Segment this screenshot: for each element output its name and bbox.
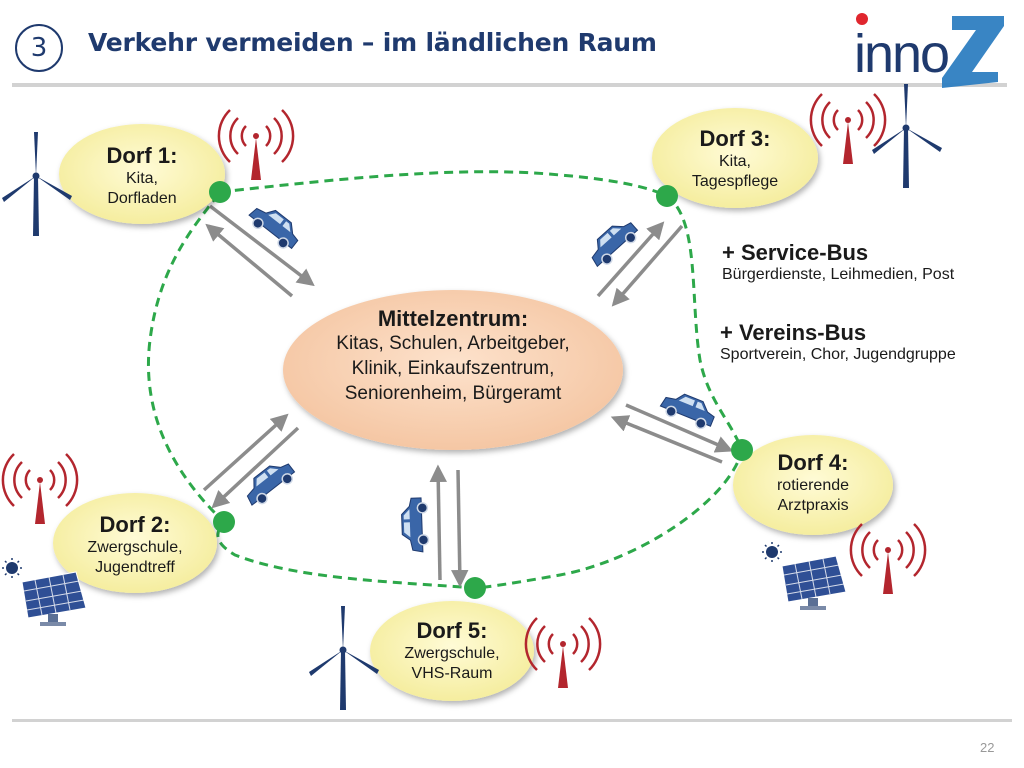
bus-stop-icon — [213, 511, 235, 533]
village-3-line-1: Kita, — [718, 153, 751, 171]
car-icon — [583, 214, 643, 272]
header-divider — [12, 83, 1007, 87]
village-5: Dorf 5: Zwergschule, VHS-Raum — [380, 618, 524, 683]
center-line-1: Kitas, Schulen, Arbeitgeber, — [336, 333, 570, 355]
car-icon — [238, 455, 299, 511]
village-4-line-1: rotierende — [776, 477, 850, 495]
village-2-line-2: Jugendtreff — [95, 558, 175, 576]
center-bubble — [283, 290, 623, 450]
village-2-line-1: Zwergschule, — [87, 539, 183, 557]
vereins-bus-title: + Vereins-Bus — [720, 320, 867, 345]
center-line-2: Klinik, Einkaufszentrum, — [351, 358, 555, 380]
village-1-line-2: Dorfladen — [107, 189, 177, 207]
village-1: Dorf 1: Kita, Dorfladen — [72, 143, 212, 208]
footer-divider — [12, 719, 1012, 722]
center-title: Mittelzentrum: — [377, 306, 529, 331]
village-5-line-2: VHS-Raum — [411, 664, 493, 682]
service-bus: + Service-Bus Bürgerdienste, Leihmedien,… — [722, 240, 954, 284]
village-1-line-1: Kita, — [125, 170, 158, 188]
radio-tower-icon — [849, 522, 927, 596]
village-2-title: Dorf 2: — [99, 512, 171, 537]
village-2-bubble — [53, 493, 217, 593]
wind-turbine-icon — [309, 606, 379, 710]
svg-text:inno: inno — [854, 24, 948, 84]
vereins-bus: + Vereins-Bus Sportverein, Chor, Jugendg… — [720, 320, 956, 364]
bus-stop-icon — [209, 181, 231, 203]
service-bus-desc: Bürgerdienste, Leihmedien, Post — [722, 266, 955, 283]
village-1-bubble — [59, 124, 225, 224]
village-1-title: Dorf 1: — [106, 143, 178, 168]
village-5-bubble — [370, 601, 534, 701]
innoz-logo: inno — [854, 13, 1004, 88]
slide-title: Verkehr vermeiden – im ländlichen Raum — [88, 28, 657, 57]
bus-stop-icon — [464, 577, 486, 599]
solar-panel-icon — [761, 541, 847, 611]
car-icon — [657, 386, 719, 433]
bus-route — [147, 170, 744, 590]
radio-tower-icon — [217, 108, 295, 182]
page-number: 22 — [980, 740, 995, 755]
chapter-number: 3 — [15, 24, 63, 72]
village-5-title: Dorf 5: — [416, 618, 488, 643]
service-bus-title: + Service-Bus — [722, 240, 869, 265]
village-5-line-1: Zwergschule, — [404, 645, 500, 663]
village-4: Dorf 4: rotierende Arztpraxis — [743, 450, 883, 515]
radio-tower-icon — [524, 616, 602, 690]
village-3-line-2: Tagespflege — [691, 172, 779, 190]
bus-stops — [209, 181, 753, 599]
village-2: Dorf 2: Zwergschule, Jugendtreff — [63, 512, 207, 577]
bus-stop-icon — [731, 439, 753, 461]
village-3-title: Dorf 3: — [699, 126, 771, 151]
traffic-arrows — [202, 204, 734, 588]
village-4-title: Dorf 4: — [777, 450, 849, 475]
center-line-3: Seniorenheim, Bürgeramt — [344, 382, 562, 404]
center-node: Mittelzentrum: Kitas, Schulen, Arbeitgeb… — [293, 306, 613, 406]
village-3: Dorf 3: Kita, Tagespflege — [665, 126, 805, 191]
vereins-bus-desc: Sportverein, Chor, Jugendgruppe — [720, 346, 956, 363]
car-icon — [244, 198, 305, 254]
village-4-line-2: Arztpraxis — [777, 496, 849, 514]
car-icon — [400, 496, 430, 554]
village-4-bubble — [733, 435, 893, 535]
village-3-bubble — [652, 108, 818, 208]
bus-stop-icon — [656, 185, 678, 207]
